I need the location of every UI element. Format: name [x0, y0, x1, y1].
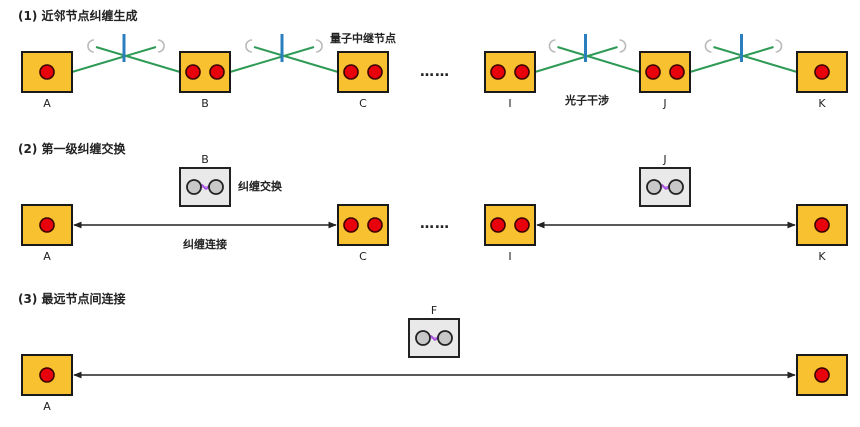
photon-path	[253, 46, 339, 73]
detector-icon	[619, 39, 627, 53]
swap-box-label: B	[201, 153, 209, 166]
node-label: K	[818, 250, 826, 263]
node-label: J	[662, 97, 666, 110]
node-label: I	[508, 250, 511, 263]
detector-icon	[775, 39, 783, 53]
node-b: B	[179, 51, 231, 110]
qubit-icon	[514, 217, 530, 233]
photon-interference-link	[689, 34, 798, 73]
node-k: K	[796, 51, 848, 110]
node-label: A	[43, 97, 51, 110]
node-i: I	[484, 51, 536, 110]
detector-icon	[87, 39, 95, 53]
node-label: K	[818, 97, 826, 110]
photon-interference-annotation: 光子干涉	[564, 93, 609, 107]
swap-qubit-icon	[437, 330, 453, 346]
qubit-icon	[39, 367, 55, 383]
qubit-icon	[343, 64, 359, 80]
qubit-icon	[343, 217, 359, 233]
photon-path	[713, 46, 798, 73]
photon-path	[71, 46, 157, 73]
detector-icon	[245, 39, 253, 53]
swap-box: J	[639, 153, 691, 207]
node-label: C	[359, 97, 367, 110]
node-label: A	[43, 250, 51, 263]
qubit-icon	[814, 64, 830, 80]
qubit-icon	[39, 64, 55, 80]
swap-qubit-icon	[186, 179, 202, 195]
node-c: C	[337, 204, 389, 263]
relay-node-annotation: 量子中继节点	[330, 31, 396, 45]
detector-icon	[548, 39, 556, 53]
node-k: K	[796, 204, 848, 263]
section-2-title: (2) 第一级纠缠交换	[18, 141, 126, 156]
photon-path	[689, 46, 774, 73]
node-a: A	[21, 204, 73, 263]
section-1-title: (1) 近邻节点纠缠生成	[18, 8, 138, 23]
node-label: B	[201, 97, 209, 110]
photon-path	[95, 46, 181, 73]
swap-qubit-icon	[208, 179, 224, 195]
photon-interference-link	[229, 34, 339, 73]
detector-icon	[157, 39, 165, 53]
qubit-icon	[39, 217, 55, 233]
node-label: A	[43, 400, 51, 413]
qubit-icon	[645, 64, 661, 80]
swap-qubit-icon	[415, 330, 431, 346]
qubit-icon	[185, 64, 201, 80]
node-label: I	[508, 97, 511, 110]
node-far-end	[796, 354, 848, 396]
node-c: C	[337, 51, 389, 110]
photon-path	[534, 46, 618, 73]
swap-box-label: F	[431, 304, 437, 317]
detector-icon	[315, 39, 323, 53]
detector-icon	[704, 39, 712, 53]
section-3-title: (3) 最远节点间连接	[18, 291, 126, 306]
photon-interference-link	[71, 34, 181, 73]
node-a-far: A	[21, 354, 73, 413]
node-i: I	[484, 204, 536, 263]
qubit-icon	[209, 64, 225, 80]
photon-path	[557, 46, 641, 73]
qubit-icon	[490, 217, 506, 233]
photon-path	[229, 46, 315, 73]
qubit-icon	[514, 64, 530, 80]
qubit-icon	[490, 64, 506, 80]
ellipsis-1: ……	[420, 64, 450, 80]
swap-qubit-icon	[646, 179, 662, 195]
qubit-icon	[814, 217, 830, 233]
node-label: C	[359, 250, 367, 263]
ellipsis-2: ……	[420, 216, 450, 232]
node-a: A	[21, 51, 73, 110]
swap-box: F	[408, 304, 460, 358]
qubit-icon	[814, 367, 830, 383]
node-j: J	[639, 51, 691, 110]
photon-interference-link	[534, 34, 641, 73]
qubit-icon	[367, 64, 383, 80]
swap-box: B	[179, 153, 231, 207]
qubit-icon	[669, 64, 685, 80]
swap-qubit-icon	[668, 179, 684, 195]
swap-box-label: J	[662, 153, 666, 166]
link-annotation: 纠缠连接	[183, 237, 227, 251]
swap-annotation: 纠缠交换	[238, 179, 283, 193]
qubit-icon	[367, 217, 383, 233]
